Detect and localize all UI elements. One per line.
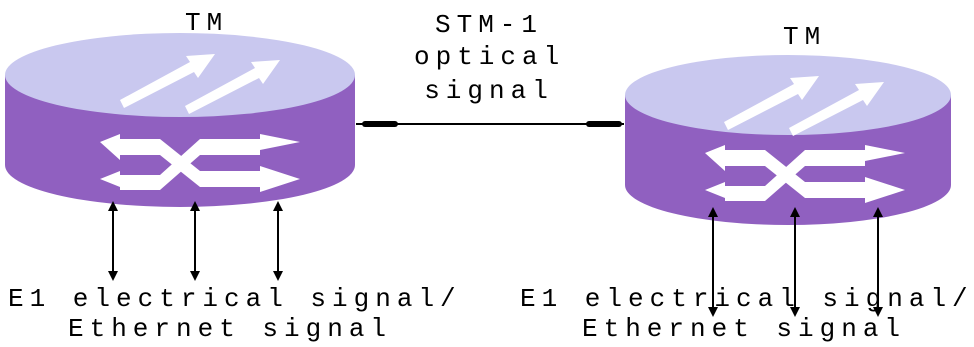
link-label-line2: optical: [414, 42, 566, 72]
tm-device-right: [625, 55, 951, 317]
link-label-line3: signal: [424, 76, 554, 106]
connector-right: [586, 121, 622, 127]
tm-label-right: TM: [783, 22, 827, 52]
connector-left: [362, 121, 398, 127]
tributary-label-left-line1: E1 electrical signal/: [8, 284, 462, 314]
network-diagram: TM TM STM-1 optical signal E1 electrical…: [5, 8, 968, 344]
tributary-label-right-line1: E1 electrical signal/: [520, 284, 974, 314]
cross-connect-icon: [705, 145, 905, 203]
tm-label-left: TM: [185, 8, 229, 38]
diagram-canvas: [5, 33, 951, 317]
link-label-line1: STM-1: [434, 10, 543, 40]
diagonal-arrows-icon: [120, 54, 280, 114]
optical-link: [356, 121, 624, 127]
cross-connect-icon: [100, 134, 300, 192]
tributary-label-left-line2: Ethernet signal: [68, 314, 393, 344]
tm-device-left: [5, 33, 355, 281]
diagonal-arrows-icon: [724, 76, 884, 136]
tributary-label-right-line2: Ethernet signal: [582, 314, 907, 344]
